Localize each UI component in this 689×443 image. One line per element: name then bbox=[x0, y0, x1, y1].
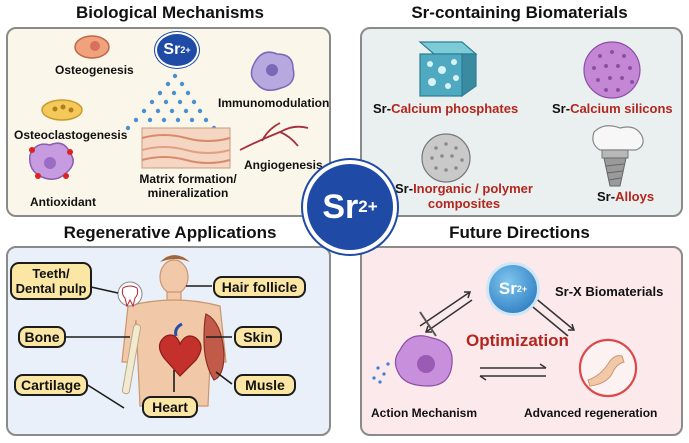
osteoclast-cell-icon bbox=[41, 99, 83, 121]
equilibrium-arrows bbox=[419, 291, 576, 381]
optimization-label: Optimization bbox=[466, 331, 569, 350]
bone-icon bbox=[121, 323, 142, 395]
future-illustrations bbox=[372, 291, 638, 398]
regenerative-applications-heading: Regenerative Applications bbox=[63, 223, 277, 242]
heart-pill: Heart bbox=[142, 396, 198, 418]
calcium-phosphates-prefix: Sr- bbox=[373, 101, 392, 116]
heart-organ-icon bbox=[158, 322, 202, 377]
bone-matrix-icon bbox=[141, 127, 231, 169]
callout-lines bbox=[64, 285, 233, 409]
future-directions-heading: Future Directions bbox=[449, 223, 590, 242]
alloys-prefix: Sr- bbox=[597, 189, 616, 204]
action-mechanism-cell-icon bbox=[372, 311, 453, 387]
hair-follicle-pill: Hair follicle bbox=[213, 276, 306, 298]
antioxidant-cell-icon bbox=[29, 142, 74, 180]
cartilage-pill: Cartilage bbox=[14, 374, 88, 396]
tooth-icon bbox=[117, 281, 143, 308]
sr-ion-dots bbox=[125, 73, 217, 131]
osteogenesis-label: Osteogenesis bbox=[55, 63, 134, 77]
biomaterials-heading: Sr-containing Biomaterials bbox=[411, 3, 628, 22]
alloys-name: Alloys bbox=[615, 189, 655, 204]
calcium-silicon-sphere-icon bbox=[583, 41, 641, 99]
advanced-regeneration-icon bbox=[578, 338, 638, 398]
calcium-phosphates-name: Calcium phosphates bbox=[391, 101, 519, 116]
antioxidant-label: Antioxidant bbox=[30, 195, 96, 209]
blood-vessel-icon bbox=[239, 122, 309, 151]
action-mechanism-label: Action Mechanism bbox=[371, 406, 478, 420]
sr-future-base: Sr bbox=[498, 279, 517, 298]
biological-mechanisms-heading: Biological Mechanisms bbox=[76, 3, 264, 22]
center-sr-charge: 2+ bbox=[358, 197, 378, 216]
advanced-regeneration-label: Advanced regeneration bbox=[524, 406, 658, 420]
hair-icon bbox=[160, 255, 190, 262]
composites-prefix: Sr- bbox=[395, 181, 414, 196]
composites-name-line1: Inorganic / polymer bbox=[413, 181, 533, 196]
osteoclastogenesis-label: Osteoclastogenesis bbox=[14, 128, 128, 142]
teeth-line2: Dental pulp bbox=[15, 281, 87, 296]
teeth-line1: Teeth/ bbox=[32, 266, 70, 281]
dental-implant-icon bbox=[592, 125, 644, 187]
biomaterials-illustrations bbox=[418, 41, 644, 187]
skin-pill: Skin bbox=[234, 326, 282, 348]
center-sr-base: Sr bbox=[322, 187, 359, 226]
alloys-label: Sr-Alloys bbox=[597, 189, 654, 204]
matrix-formation-label: Matrix formation/ mineralization bbox=[136, 172, 240, 200]
calcium-silicons-name: Calcium silicons bbox=[570, 101, 673, 116]
macrophage-cell-icon bbox=[250, 51, 295, 91]
matrix-formation-line2: mineralization bbox=[147, 186, 229, 200]
composites-name-line2: composites bbox=[427, 196, 501, 211]
calcium-phosphate-scaffold-icon bbox=[418, 41, 478, 98]
immunomodulation-label: Immunomodulation bbox=[218, 96, 330, 110]
muscle-pill: Musle bbox=[234, 374, 296, 396]
calcium-silicons-label: Sr-Calcium silicons bbox=[552, 101, 673, 116]
sr-ion-charge: 2+ bbox=[180, 45, 191, 55]
calcium-silicons-prefix: Sr- bbox=[552, 101, 571, 116]
osteoblast-cell-icon bbox=[74, 35, 110, 59]
bone-pill: Bone bbox=[18, 326, 66, 348]
sr-x-biomaterials-label: Sr-X Biomaterials bbox=[555, 284, 664, 299]
biological-illustrations bbox=[29, 35, 309, 180]
composite-disc-icon bbox=[421, 133, 471, 183]
sr-ion-base: Sr bbox=[163, 41, 181, 58]
teeth-dental-pulp-pill: Teeth/Dental pulp bbox=[10, 262, 92, 300]
composites-label: Sr-Inorganic / polymer composites bbox=[384, 181, 544, 211]
calcium-phosphates-label: Sr-Calcium phosphates bbox=[373, 101, 518, 116]
angiogenesis-label: Angiogenesis bbox=[244, 158, 323, 172]
regenerative-illustrations bbox=[64, 255, 233, 409]
sr-future-charge: 2+ bbox=[516, 284, 528, 294]
matrix-formation-line1: Matrix formation/ bbox=[139, 172, 237, 186]
